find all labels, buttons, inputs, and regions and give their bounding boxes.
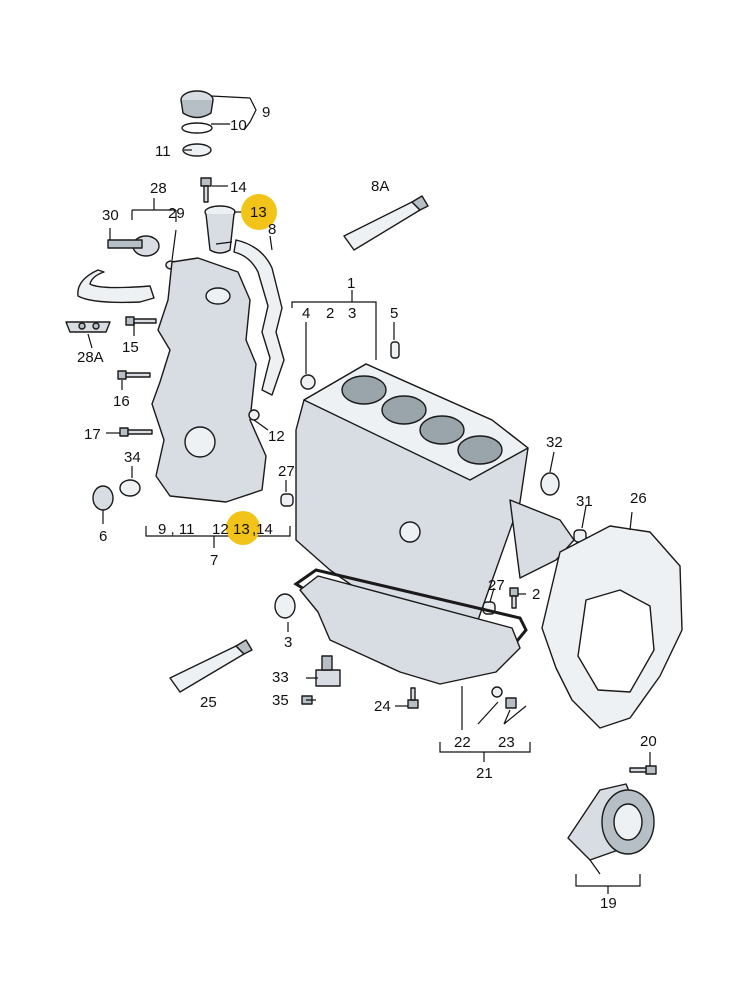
sealant-tube-8a: [343, 195, 429, 251]
callout-26: 26: [630, 490, 647, 507]
crankshaft-seal-opening: [184, 426, 216, 458]
callout-29: 29: [168, 205, 185, 222]
dowel-pin-27-upper: [280, 493, 294, 507]
group-21-item-22: 22: [454, 734, 471, 751]
sleeve-4: [300, 374, 316, 390]
group-1-item-2: 2: [326, 305, 334, 322]
highlight-marker-13-group: [226, 511, 260, 545]
timing-chain-cover: [151, 257, 267, 503]
seal-ring-11: [182, 143, 212, 157]
callout-labels: 9 10 11 14 13 28 30 29 8 8A 28A 15 16 17…: [77, 104, 657, 912]
callout-16: 16: [113, 393, 130, 410]
callout-12: 12: [268, 428, 285, 445]
callout-31: 31: [576, 493, 593, 510]
callout-15: 15: [122, 339, 139, 356]
oil-filler-cap: [180, 90, 214, 119]
callout-13: 13: [250, 204, 267, 221]
timing-cover-gasket: [233, 239, 285, 396]
group-7-items-b: 12: [212, 521, 229, 538]
callout-24: 24: [374, 698, 391, 715]
rear-seal-flange: [567, 783, 655, 861]
bolt-2: [509, 587, 519, 609]
group-7-items-a: 9 , 11: [158, 521, 194, 538]
highlight-marker-13-top: [241, 194, 277, 230]
callout-8a: 8A: [371, 178, 389, 195]
callout-28: 28: [150, 180, 167, 197]
callout-19: 19: [600, 895, 617, 912]
sealing-plug-32: [540, 472, 560, 496]
oil-pan: [299, 575, 521, 685]
bolt-24: [407, 687, 419, 709]
oil-filler-tube: [204, 205, 236, 254]
callout-3: 3: [284, 634, 292, 651]
oil-level-sensor: [315, 655, 341, 687]
callout-10: 10: [230, 117, 247, 134]
callout-35: 35: [272, 692, 289, 709]
seal-ring-3: [274, 593, 296, 619]
leader-lines: [87, 95, 651, 894]
oil-cooler-assembly: [65, 235, 177, 333]
callout-4: 4: [302, 305, 310, 322]
sleeve-34: [119, 479, 141, 497]
drain-seal: [491, 686, 503, 698]
callout-6: 6: [99, 528, 107, 545]
callout-30: 30: [102, 207, 119, 224]
dowel-pin-5: [390, 341, 400, 359]
bolt-16: [117, 370, 151, 380]
callout-8: 8: [268, 221, 276, 238]
seal-ring-6: [92, 485, 114, 511]
callout-14: 14: [230, 179, 247, 196]
group-21-item-23: 23: [498, 734, 515, 751]
bolt-14: [200, 177, 212, 203]
callout-34: 34: [124, 449, 141, 466]
callout-32: 32: [546, 434, 563, 451]
callout-9: 9: [262, 104, 270, 121]
group-1-item-3: 3: [348, 305, 356, 322]
callout-5: 5: [390, 305, 398, 322]
callout-21: 21: [476, 765, 493, 782]
callout-2: 2: [532, 586, 540, 603]
callout-11: 11: [155, 143, 171, 160]
bolt-17: [119, 427, 153, 437]
callout-27-upper: 27: [278, 463, 295, 480]
callout-1: 1: [347, 275, 355, 292]
callout-20: 20: [640, 733, 657, 750]
callout-27-lower: 27: [488, 577, 505, 594]
group-7-items-d: ,14: [252, 521, 273, 538]
callout-33: 33: [272, 669, 289, 686]
seal-ring-12: [248, 409, 260, 421]
seal-ring-10: [181, 122, 213, 134]
group-7-items-c: 13: [233, 521, 250, 538]
drain-plug: [505, 697, 517, 709]
sealant-tube-25: [169, 639, 253, 693]
bolt-15: [125, 316, 157, 326]
callout-7: 7: [210, 552, 218, 569]
callout-28a: 28A: [77, 349, 104, 366]
callout-17: 17: [84, 426, 101, 443]
bolt-20: [629, 765, 657, 775]
callout-25: 25: [200, 694, 217, 711]
